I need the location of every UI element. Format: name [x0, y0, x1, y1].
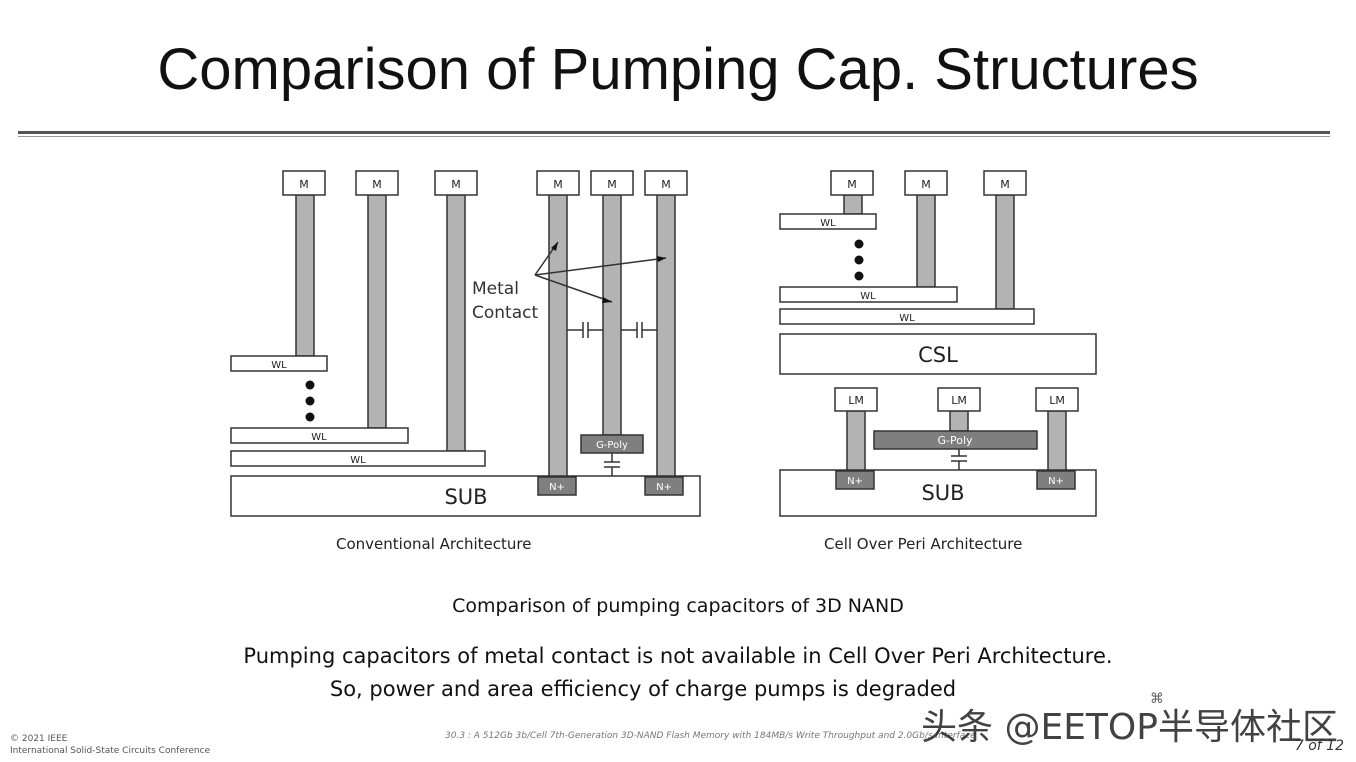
- wl-bar: [230, 355, 328, 372]
- watermark-text: 头条 @EETOP半导体社区: [921, 707, 1338, 748]
- footer-copyright: © 2021 IEEE: [10, 734, 68, 744]
- ellipsis-dot: [854, 255, 864, 265]
- ellipsis-dot: [305, 396, 315, 406]
- footer-conference: International Solid-State Circuits Confe…: [10, 746, 211, 756]
- summary-line1: Pumping capacitors of metal contact is n…: [243, 644, 1113, 668]
- metal-box: [434, 170, 478, 196]
- annotation-arrow: [534, 257, 667, 276]
- arrowhead: [551, 242, 558, 251]
- nplus-block: [537, 476, 577, 496]
- ellipsis-dot: [854, 239, 864, 249]
- gpoly-label: G-Poly: [596, 440, 628, 451]
- metal-label: M: [553, 178, 563, 191]
- annotation-arrow: [534, 274, 613, 303]
- nplus-label: N+: [847, 476, 863, 487]
- pillar: [846, 410, 866, 472]
- pillar: [602, 194, 622, 436]
- arrowhead: [602, 297, 612, 303]
- gpoly-label: G-Poly: [937, 434, 973, 447]
- metal-box: [830, 170, 874, 196]
- ellipsis-dot: [305, 412, 315, 422]
- metal-label: M: [847, 178, 857, 191]
- annotation-label: Contact: [472, 303, 538, 323]
- summary-subtitle: Comparison of pumping capacitors of 3D N…: [452, 595, 904, 617]
- conventional-caption: Conventional Architecture: [336, 535, 532, 553]
- pillar: [843, 194, 863, 215]
- nplus-label: N+: [656, 482, 672, 493]
- metal-box: [983, 170, 1027, 196]
- csl-block: [779, 333, 1097, 375]
- wl-bar: [230, 427, 409, 444]
- pillar: [995, 194, 1015, 310]
- sub-label: SUB: [921, 481, 964, 505]
- gpoly-block: [873, 430, 1038, 450]
- nplus-block: [644, 476, 684, 496]
- lm-box: [834, 387, 878, 412]
- sub-label: SUB: [444, 485, 487, 509]
- metal-box: [904, 170, 948, 196]
- pillar: [446, 194, 466, 452]
- wl-label: WL: [820, 218, 836, 229]
- metal-box: [355, 170, 399, 196]
- nplus-label: N+: [1048, 476, 1064, 487]
- title-divider-thin: [18, 136, 1330, 137]
- metal-box: [644, 170, 688, 196]
- footer-paper: 30.3 : A 512Gb 3b/Cell 7th-Generation 3D…: [445, 731, 976, 741]
- lm-label: LM: [951, 394, 967, 407]
- pillar: [949, 410, 969, 432]
- pillar: [548, 194, 568, 478]
- nplus-block: [835, 470, 875, 490]
- title-divider: [18, 131, 1330, 134]
- lm-label: LM: [1049, 394, 1065, 407]
- ellipsis-dot: [305, 380, 315, 390]
- pillar: [656, 194, 676, 478]
- wl-label: WL: [311, 432, 327, 443]
- pillar: [916, 194, 936, 288]
- cop-caption: Cell Over Peri Architecture: [824, 535, 1023, 553]
- metal-box: [282, 170, 326, 196]
- metal-box: [536, 170, 580, 196]
- metal-label: M: [661, 178, 671, 191]
- wl-label: WL: [899, 313, 915, 324]
- csl-label: CSL: [918, 343, 958, 367]
- metal-label: M: [299, 178, 309, 191]
- wl-bar: [779, 213, 877, 230]
- wl-label: WL: [350, 455, 366, 466]
- ellipsis-dot: [854, 271, 864, 281]
- wl-label: WL: [271, 360, 287, 371]
- wechat-icon: ⌘: [1150, 690, 1164, 706]
- nplus-label: N+: [549, 482, 565, 493]
- footer-copyright-block: © 2021 IEEE International Solid-State Ci…: [10, 733, 210, 757]
- metal-label: M: [451, 178, 461, 191]
- metal-label: M: [1000, 178, 1010, 191]
- wl-bar: [779, 286, 958, 303]
- pillar: [295, 194, 315, 357]
- wl-bar: [230, 450, 486, 467]
- metal-label: M: [921, 178, 931, 191]
- annotation-label: Metal: [472, 279, 519, 299]
- metal-box: [590, 170, 634, 196]
- pillar: [1047, 410, 1067, 472]
- sub-block: [230, 475, 701, 517]
- wl-label: WL: [860, 291, 876, 302]
- slide-title: Comparison of Pumping Cap. Structures: [157, 37, 1199, 102]
- nplus-block: [1036, 470, 1076, 490]
- lm-box: [1035, 387, 1079, 412]
- page-number: 7 of 12: [1294, 738, 1344, 754]
- metal-label: M: [372, 178, 382, 191]
- arrowhead: [657, 256, 666, 262]
- metal-label: M: [607, 178, 617, 191]
- lm-box: [937, 387, 981, 412]
- summary-line2: So, power and area efficiency of charge …: [329, 677, 957, 701]
- wl-bar: [779, 308, 1035, 325]
- lm-label: LM: [848, 394, 864, 407]
- pillar: [367, 194, 387, 429]
